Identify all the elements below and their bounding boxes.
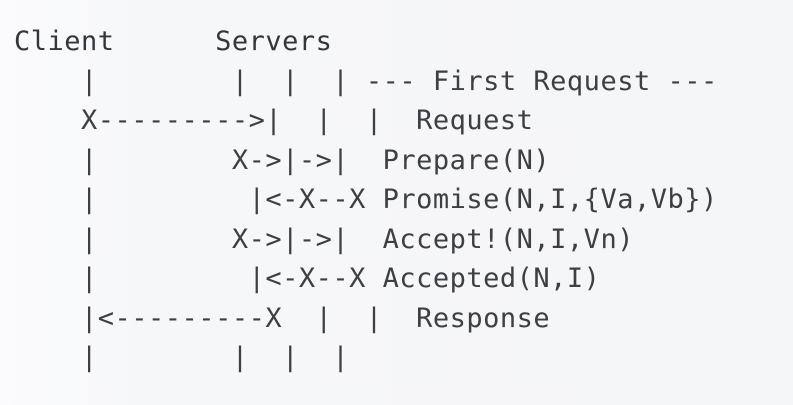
diagram-row-prepare: | X->|->| Prepare(N) xyxy=(14,144,551,176)
diagram-row-accepted: | |<-X--X Accepted(N,I) xyxy=(14,263,601,294)
diagram-row-response: |<---------X | | Response xyxy=(14,302,551,334)
diagram-row-banner: | | | | --- First Request --- xyxy=(14,65,718,97)
ascii-art-block: Client Servers | | | | --- First Request… xyxy=(14,22,718,378)
diagram-row-accept: | X->|->| Accept!(N,I,Vn) xyxy=(14,223,634,255)
diagram-row-tail: | | | | xyxy=(14,342,366,373)
diagram-row-header: Client Servers xyxy=(14,26,333,57)
diagram-row-promise: | |<-X--X Promise(N,I,{Va,Vb}) xyxy=(14,184,718,215)
diagram-row-request: X--------->| | | Request xyxy=(14,105,534,136)
